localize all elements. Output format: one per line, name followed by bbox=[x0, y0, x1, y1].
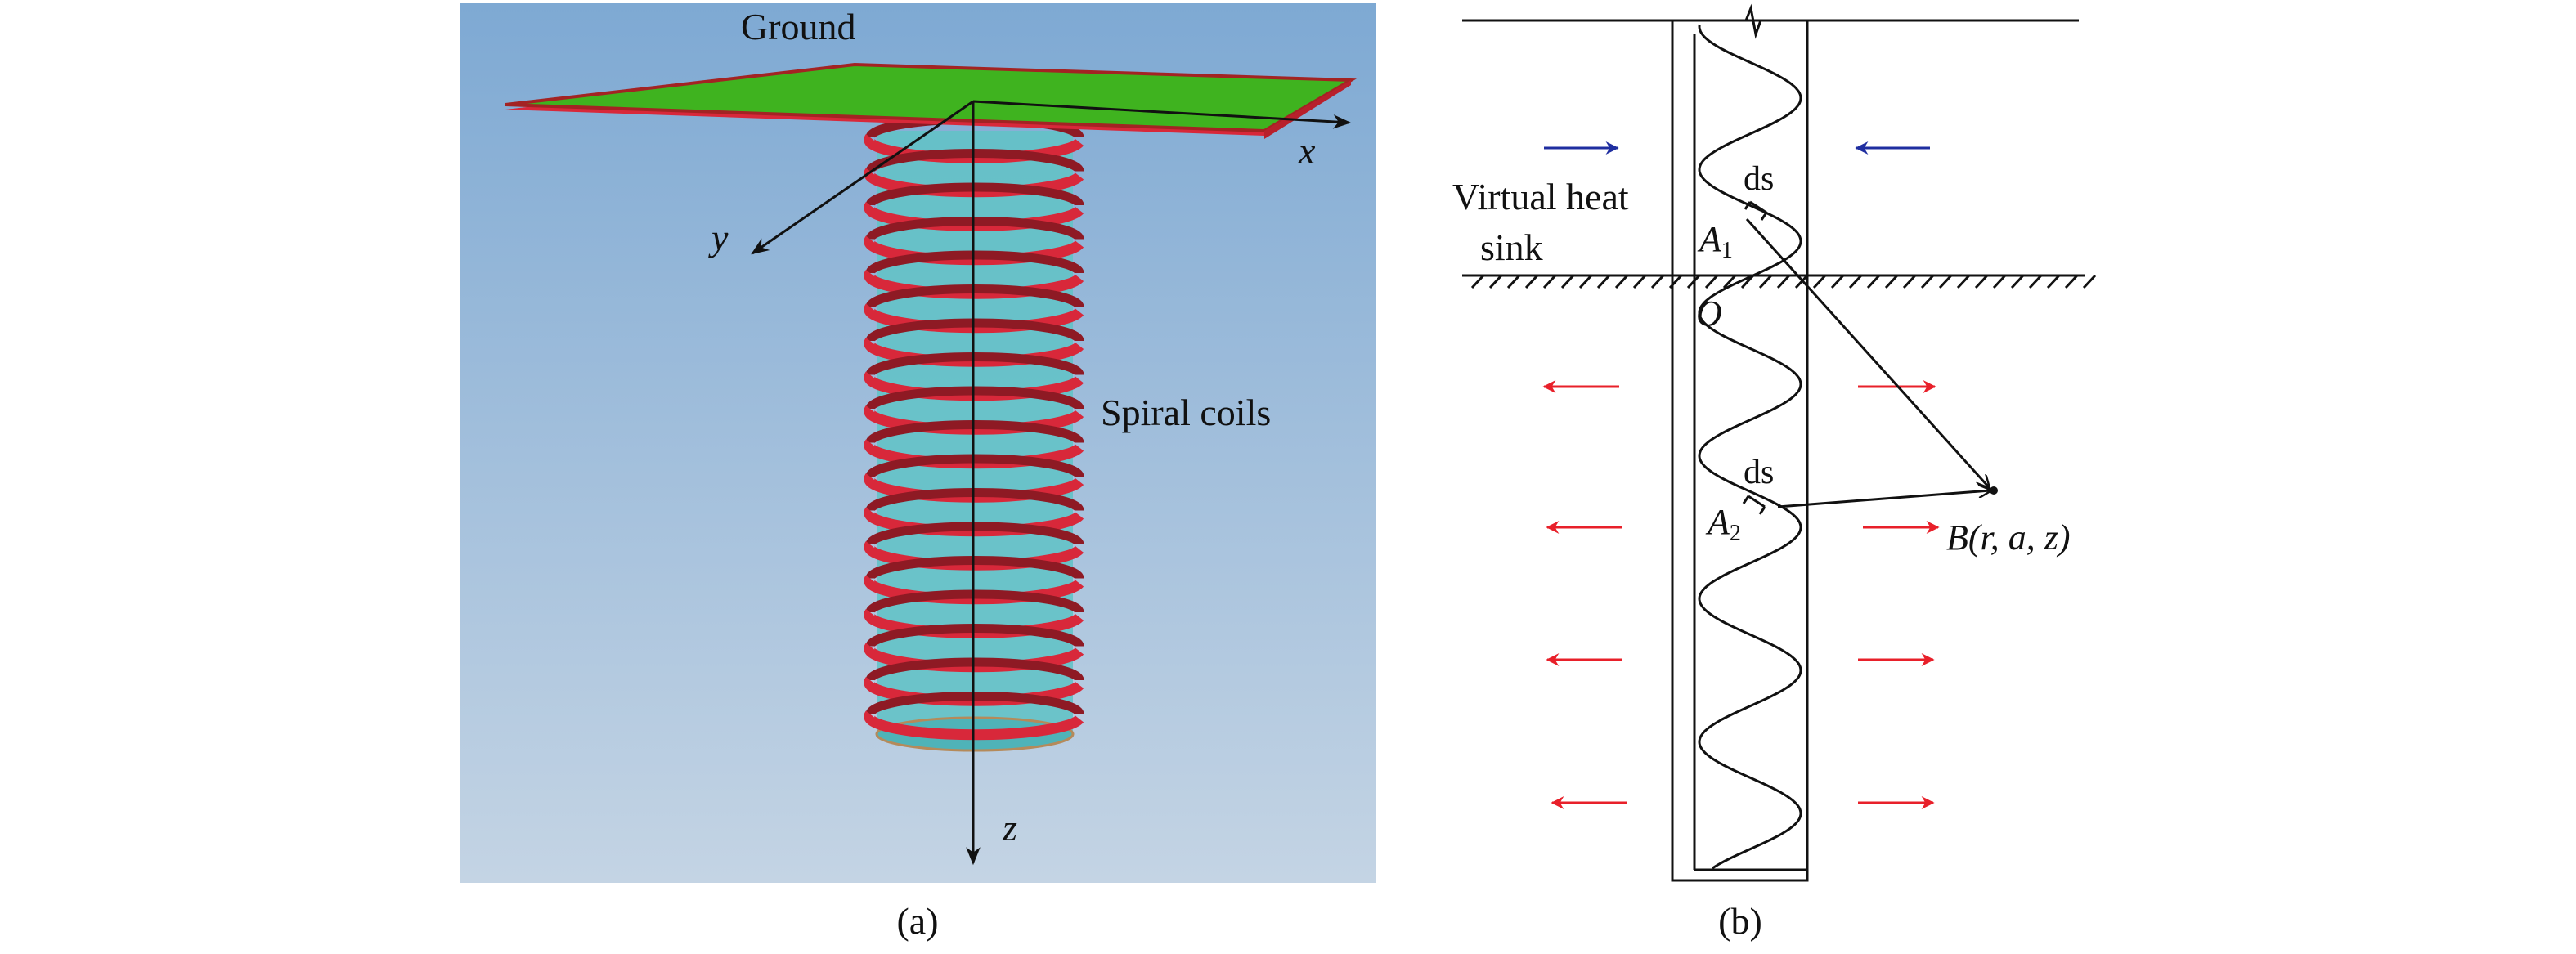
hatch-mark bbox=[1488, 274, 1503, 289]
vector-a1-to-b bbox=[1745, 217, 1989, 487]
hatch-mark bbox=[1578, 274, 1593, 289]
caption-b: (b) bbox=[1718, 900, 1762, 942]
coil-ring-back bbox=[865, 386, 1084, 410]
vector-a2-to-b bbox=[1777, 490, 1990, 508]
coordinate-axes bbox=[751, 100, 1352, 866]
red-arrows bbox=[1542, 380, 1940, 809]
coil-ring-back bbox=[865, 488, 1084, 512]
hatch-mark bbox=[1758, 274, 1773, 289]
hatch-mark bbox=[1632, 274, 1647, 289]
panel-a: Ground Spiral coils x y z (a) bbox=[460, 3, 1376, 942]
hatch-mark bbox=[1704, 274, 1719, 289]
coil-sine-curve bbox=[1698, 24, 1802, 870]
coil-ring-back bbox=[865, 284, 1084, 308]
point-a1-label: A1 bbox=[1697, 219, 1733, 263]
heat-sink-boundary bbox=[1462, 274, 2097, 289]
hatch-mark bbox=[1560, 274, 1575, 289]
hatch-mark bbox=[1992, 274, 2007, 289]
axis-z-label: z bbox=[1002, 807, 1017, 849]
axis-x-label: x bbox=[1298, 130, 1316, 172]
hatch-mark bbox=[1524, 274, 1539, 289]
ds-element-bottom bbox=[1742, 495, 1766, 515]
coil-ring-back bbox=[865, 657, 1084, 682]
coil-ring-back bbox=[865, 589, 1084, 614]
coil-ring-back bbox=[865, 624, 1084, 647]
hatch-mark bbox=[1974, 274, 1989, 289]
hatch-mark bbox=[1686, 274, 1701, 289]
borehole bbox=[1671, 19, 1809, 882]
coil-ring-back bbox=[865, 318, 1084, 343]
hatch-mark bbox=[2010, 274, 2025, 289]
hatch-mark bbox=[2028, 274, 2043, 289]
hatch-mark bbox=[1776, 274, 1791, 289]
hatch-mark bbox=[1830, 274, 1845, 289]
hatch-mark bbox=[1794, 274, 1809, 289]
hatch-mark bbox=[1938, 274, 1953, 289]
hatch-mark bbox=[1902, 274, 1917, 289]
hatch-mark bbox=[2064, 274, 2079, 289]
hatch-mark bbox=[1920, 274, 1935, 289]
axis-y-line bbox=[751, 100, 974, 255]
hatch-mark bbox=[1542, 274, 1557, 289]
hatch-mark bbox=[2046, 274, 2061, 289]
caption-a: (a) bbox=[896, 900, 938, 942]
spiral-coils-label: Spiral coils bbox=[1101, 392, 1271, 433]
hatch-mark bbox=[1956, 274, 1971, 289]
coil-ring-back bbox=[865, 217, 1084, 240]
coil-ring-back bbox=[865, 454, 1084, 478]
virtual-heat-sink-label-line2: sink bbox=[1480, 226, 1543, 268]
point-b-dot bbox=[1990, 486, 1998, 495]
hatch-mark bbox=[1722, 274, 1737, 289]
coil-ring-back bbox=[865, 420, 1084, 444]
panel-b: Virtual heat sink ds ds A1 A2 O B(r, a, … bbox=[1452, 3, 2097, 942]
point-b-label: B(r, a, z) bbox=[1946, 517, 2071, 558]
coil-ring-back bbox=[865, 352, 1084, 376]
axis-y-label: y bbox=[708, 217, 729, 258]
coil-ring-front bbox=[864, 710, 1084, 741]
coil-ring-back bbox=[865, 182, 1084, 207]
coil-ring-back bbox=[865, 522, 1084, 546]
hatch-mark bbox=[1812, 274, 1827, 289]
hatch-mark bbox=[1596, 274, 1611, 289]
origin-label: O bbox=[1696, 293, 1722, 334]
virtual-heat-sink-label-line1: Virtual heat bbox=[1452, 176, 1629, 217]
ds-label-bottom: ds bbox=[1744, 454, 1774, 491]
coil-ring-back bbox=[865, 250, 1084, 275]
coil-ring-back bbox=[865, 556, 1084, 580]
coil-ring-back bbox=[865, 692, 1084, 715]
hatch-mark bbox=[2082, 274, 2097, 289]
hatch-mark bbox=[1650, 274, 1665, 289]
hatch-mark bbox=[1614, 274, 1629, 289]
ds-element-top bbox=[1744, 200, 1768, 221]
axis-x-line bbox=[972, 100, 1352, 129]
hatch-mark bbox=[1470, 274, 1485, 289]
ground-label: Ground bbox=[741, 6, 856, 47]
hatch-mark bbox=[1668, 274, 1683, 289]
hatch-mark bbox=[1866, 274, 1881, 289]
point-a2-label: A2 bbox=[1705, 502, 1741, 546]
ds-label-top: ds bbox=[1744, 160, 1774, 198]
hatch-mark bbox=[1506, 274, 1521, 289]
ground-plate bbox=[505, 62, 1358, 139]
hatch-mark bbox=[1884, 274, 1899, 289]
hatch-mark bbox=[1848, 274, 1863, 289]
